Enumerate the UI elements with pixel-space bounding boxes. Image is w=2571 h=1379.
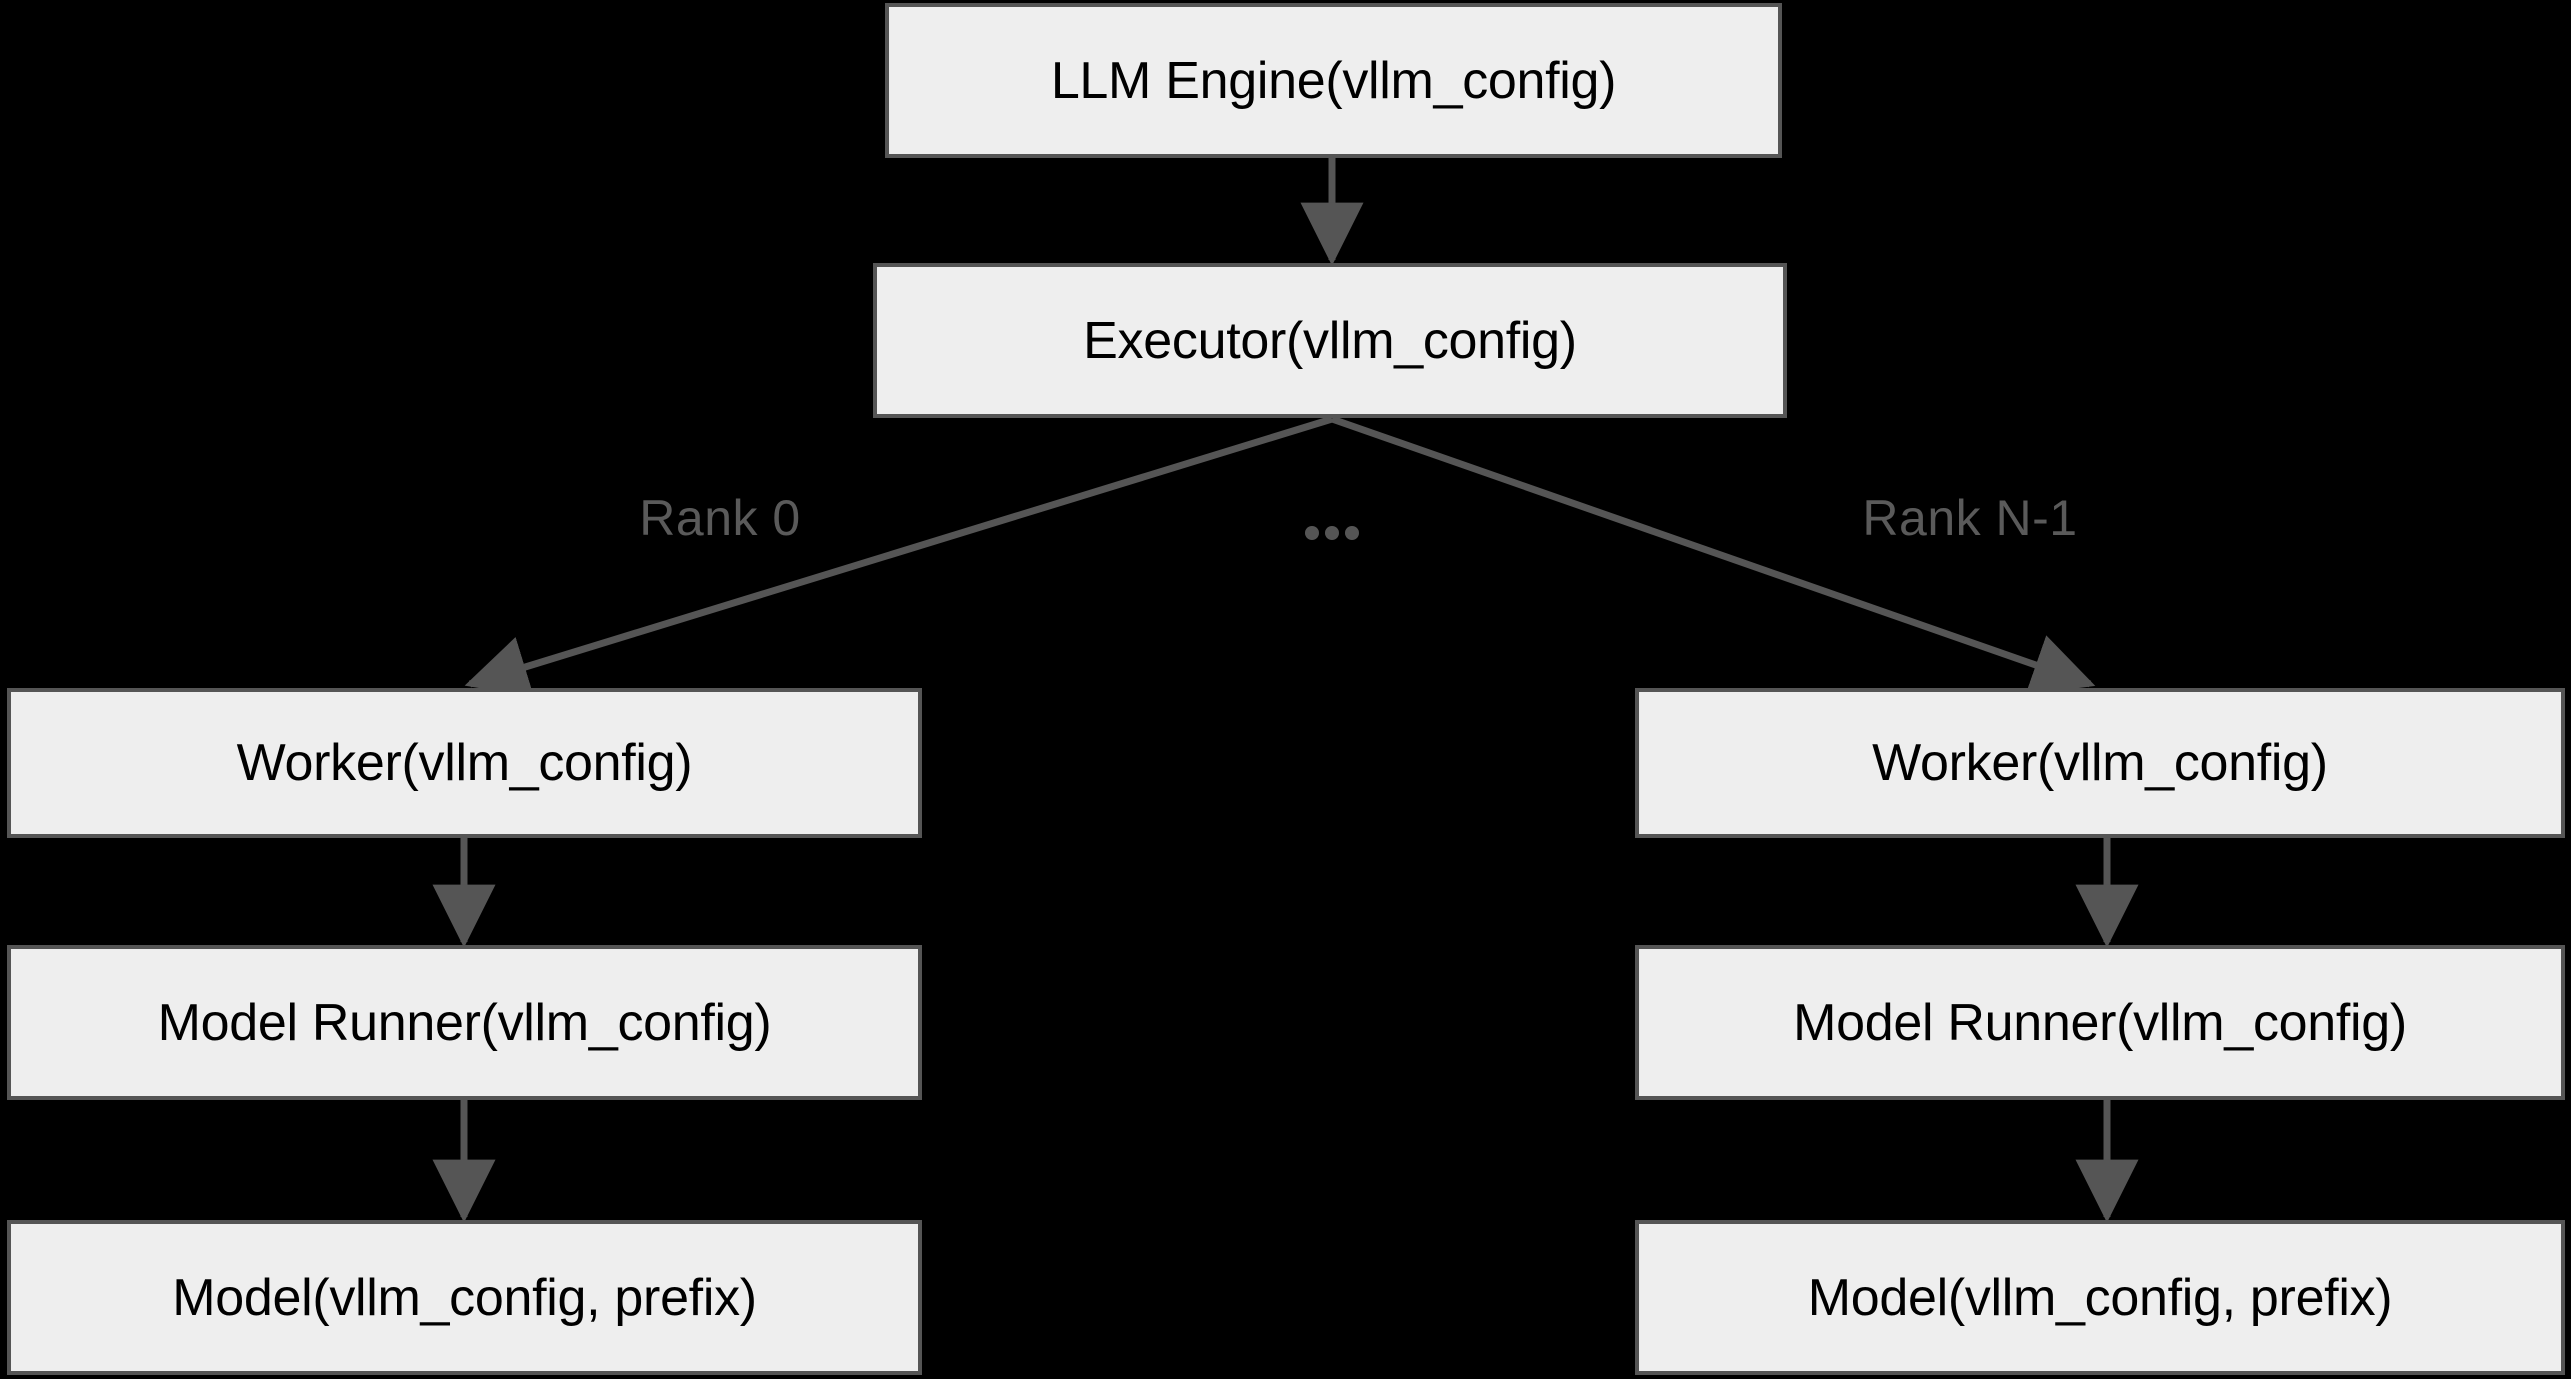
node-model-runner-rank-0: Model Runner(vllm_config) (7, 945, 922, 1100)
node-model-runner-rank-n-minus-1: Model Runner(vllm_config) (1635, 945, 2565, 1100)
node-worker-rank-0: Worker(vllm_config) (7, 688, 922, 838)
node-worker-rank-n-minus-1: Worker(vllm_config) (1635, 688, 2565, 838)
edge-executor-to-worker-right (1330, 415, 2096, 695)
edge-label-ellipsis-icon (1305, 526, 1359, 540)
node-executor: Executor(vllm_config) (873, 263, 1787, 418)
node-model-rank-0: Model(vllm_config, prefix) (7, 1220, 922, 1375)
node-model-rank-n-minus-1: Model(vllm_config, prefix) (1635, 1220, 2565, 1375)
edge-label-rank-n-minus-1: Rank N-1 (1862, 490, 2078, 546)
edge-executor-to-worker-left (464, 415, 1334, 698)
edge-label-rank-0: Rank 0 (639, 490, 801, 546)
node-llm-engine: LLM Engine(vllm_config) (885, 3, 1782, 158)
